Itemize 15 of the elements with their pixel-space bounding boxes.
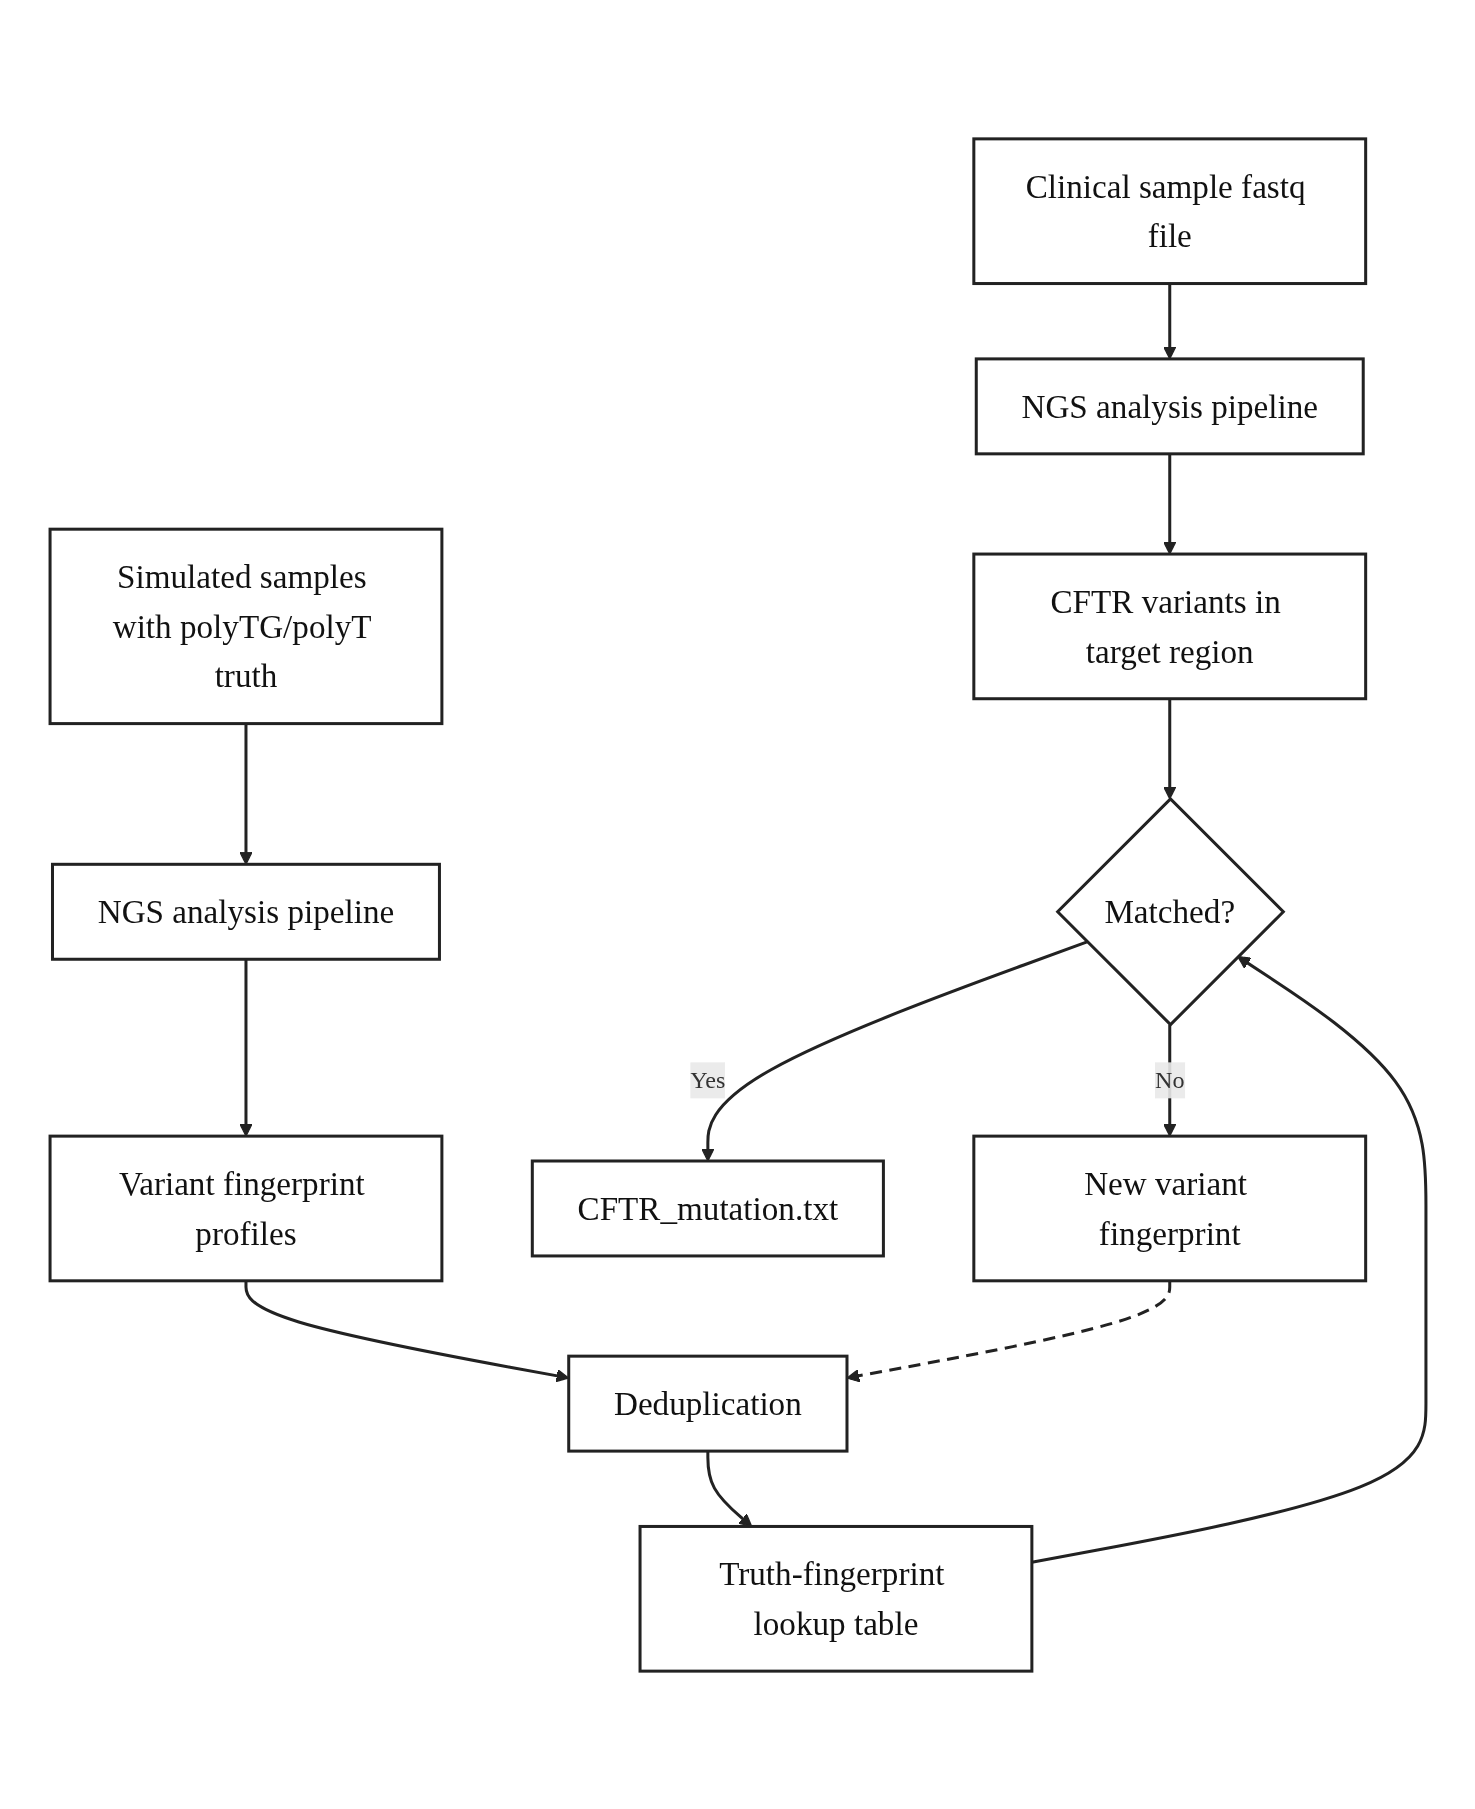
edge-label: Yes — [689, 1066, 725, 1092]
arrow — [1162, 698, 1176, 800]
node-box: Simulated samples with polyTG/polyT truth — [48, 527, 443, 725]
edge-label: No — [1154, 1066, 1184, 1092]
arrow — [1162, 283, 1176, 359]
node-box: New variant fingerprint — [971, 1134, 1367, 1282]
node-box: NGS analysis pipeline — [50, 862, 441, 961]
node-box: CFTR variants in target region — [971, 552, 1367, 700]
node-box: CFTR_mutation.txt — [530, 1159, 885, 1257]
node-box: Clinical sample fastq file — [971, 136, 1367, 285]
node-box: NGS analysis pipeline — [974, 356, 1365, 455]
node-box: Deduplication — [566, 1354, 848, 1453]
node-box: Truth-fingerprint lookup table — [638, 1524, 1033, 1673]
node-box: Variant fingerprint profiles — [48, 1134, 443, 1282]
node-diamond: Matched? — [1055, 796, 1285, 1027]
